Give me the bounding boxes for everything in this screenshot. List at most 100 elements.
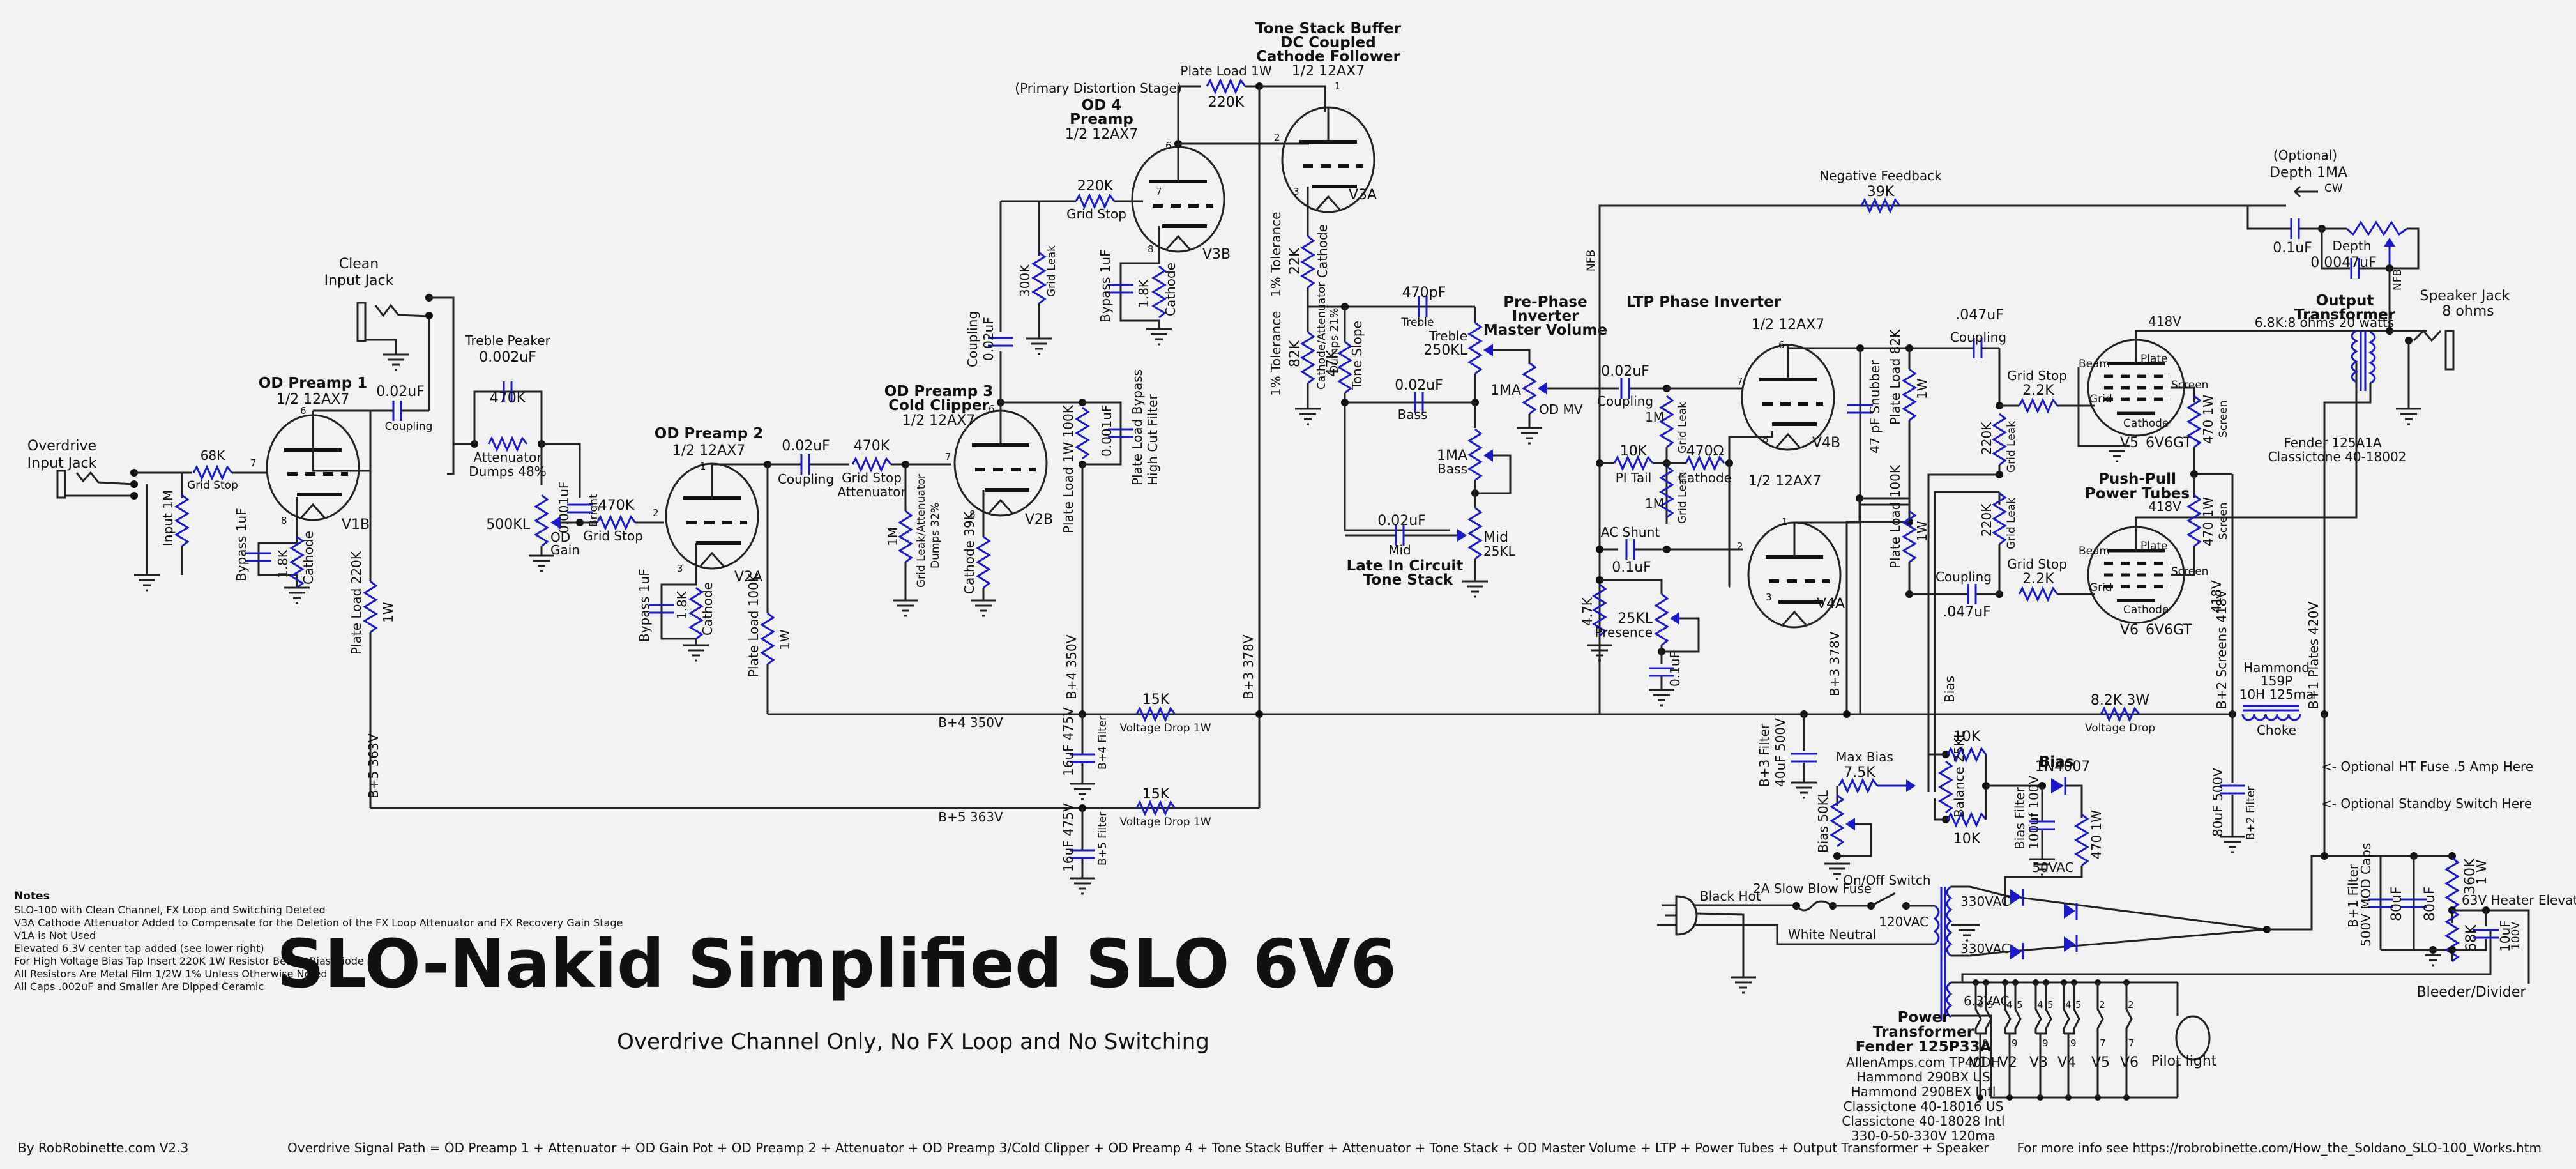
bleeder-cap-value: 10uF: [2497, 920, 2513, 952]
v3b-pin: 7: [1156, 186, 1162, 197]
v2a-cathode-label: Cathode: [700, 582, 715, 636]
v2b-stage-title-1: OD Preamp 3: [884, 383, 993, 400]
v3b-grid-leak-value: 300K: [1017, 264, 1033, 297]
rectifier-diodes: [2010, 889, 2078, 959]
tube-v3b: [1132, 147, 1224, 252]
v2b-coupling-label: Coupling: [965, 311, 980, 367]
heater-pin: 7: [2100, 1037, 2106, 1049]
treble-pot-value: 250KL: [1423, 342, 1467, 358]
v5-id: V5: [2120, 435, 2139, 451]
v1b-pin: 8: [281, 515, 287, 526]
mid-pot-label: Mid: [1483, 530, 1508, 546]
v2a-id: V2A: [734, 569, 762, 585]
v2a-coupling-value: 0.02uF: [782, 438, 830, 454]
depth-cw: CW: [2324, 182, 2343, 195]
v4a-pin: 2: [1737, 540, 1743, 552]
od-gain-pot-label-1: OD: [550, 530, 570, 545]
v1b-stage-title: OD Preamp 1: [259, 375, 367, 392]
heater-tube-label: V3: [2029, 1055, 2048, 1071]
tone-slope-label: Tone Slope: [1349, 321, 1365, 390]
heater-pin: 7: [2128, 1037, 2135, 1049]
b3-drop-value: 8.2K 3W: [2091, 692, 2149, 708]
v3b-plate-load-label: Plate Load 1W: [1180, 63, 1271, 79]
v1b-pin: 6: [300, 405, 307, 416]
b1-filter-caps-label: 500V MOD Caps: [2358, 843, 2374, 947]
bright-cap-label: Bright: [587, 494, 600, 527]
nfb-label-right: NFB: [2391, 269, 2404, 291]
treble-peaker-label: Treble Peaker: [464, 333, 550, 348]
v2a-stage-title: OD Preamp 2: [655, 425, 763, 442]
v3a-id: V3A: [1349, 187, 1377, 203]
ltp-plate-load-2: Plate Load 100K: [1888, 464, 1903, 569]
ltp-grid-leak-1-label: Grid Leak: [1676, 402, 1689, 454]
notes-line: All Caps .002uF and Smaller Are Dipped C…: [14, 981, 264, 993]
v3a-r2-label: Cathode/Attenuator: [1315, 282, 1328, 390]
power-transformer-alt: Classictone 40-18016 US: [1844, 1099, 2004, 1114]
max-bias-value: 7.5K: [1844, 765, 1875, 781]
heater-tube-label: V2: [1999, 1055, 2017, 1071]
output-transformer-part-2: Classictone 40-18002: [2268, 449, 2407, 464]
v5-screen-res: 470 1W: [2201, 395, 2216, 444]
v3b-bypass-label: Bypass 1uF: [1098, 249, 1113, 323]
v1b-tube-type: 1/2 12AX7: [277, 392, 350, 408]
b2-filter-value: 80uF 500V: [2210, 768, 2225, 837]
master-volume-label: OD MV: [1539, 402, 1583, 417]
v4b-pin: 7: [1737, 376, 1743, 387]
b2-rail-label: B+2 Screens 418V: [2214, 590, 2229, 709]
v3b-grid-stop-label: Grid Stop: [1066, 206, 1126, 222]
output-transformer-title-2: Transformer: [2294, 307, 2396, 323]
choke-symbol: [2241, 705, 2301, 721]
v2b-tube-type: 1/2 12AX7: [902, 413, 976, 429]
bleeder-cap-voltage: 100V: [2510, 922, 2522, 950]
v5-screen-label: Screen: [2171, 379, 2208, 392]
v1b-cathode-value: 1.8K: [275, 549, 291, 578]
ltp-grid-leak-1-value: 1M: [1645, 409, 1664, 425]
bass-cap-value: 0.02uF: [1395, 378, 1443, 393]
v3b-plate-load-value: 220K: [1208, 95, 1245, 111]
balance-pot-label: Balance 25KL: [1951, 730, 1967, 818]
output-transformer-title-1: Output: [2316, 293, 2374, 309]
v4b-tube-type: 1/2 12AX7: [1752, 317, 1825, 333]
notes-list: SLO-100 with Clean Channel, FX Loop and …: [14, 904, 623, 993]
footer-more-info: For more info see https://robrobinette.c…: [2017, 1140, 2542, 1156]
v3a-r1-label: Cathode: [1315, 224, 1330, 278]
ltp-plate-load-1-watt: 1W: [1914, 378, 1930, 399]
v5-screen-res-label: Screen: [2217, 401, 2230, 438]
v2b-cathode-label: Cathode 39K: [962, 511, 977, 594]
v6-grid-leak-value: 220K: [1979, 503, 1994, 537]
overdrive-input-jack: [56, 469, 138, 500]
v1b-id: V1B: [342, 517, 370, 533]
ltp-coupling-value: 0.02uF: [1601, 363, 1649, 379]
treble-peaker-value: 0.002uF: [479, 349, 536, 365]
b4-rail-label: B+4 350V: [938, 715, 1003, 730]
ltp-plate-load-2-watt: 1W: [1914, 521, 1930, 542]
pi-tail-label: PI Tail: [1616, 470, 1652, 485]
v4b-pin: 8: [1762, 434, 1769, 445]
depth-pot-value: Depth 1MA: [2269, 165, 2347, 181]
v3a-tube-type: 1/2 12AX7: [1292, 63, 1365, 79]
heater-pin: 5: [2017, 999, 2023, 1011]
bass-cap-label: Bass: [1398, 407, 1428, 422]
depth-label: Depth: [2333, 238, 2372, 254]
v2b-plate-bypass-value: 0.001uF: [1099, 405, 1114, 457]
ltp-grid-leak-2-value: 1M: [1645, 496, 1664, 511]
heater-pin: 9: [2042, 1037, 2049, 1049]
v1b-coupling-label: Coupling: [385, 420, 433, 433]
b5-drop-value: 15K: [1142, 786, 1170, 802]
v1b-grid-stop-value: 68K: [201, 448, 225, 463]
clean-jack-label-1: Clean: [339, 256, 379, 272]
v3a-r2-tolerance: 1% Tolerance: [1268, 311, 1284, 396]
heater-pin: 4: [1977, 999, 1983, 1011]
v2a-pin: 1: [700, 461, 706, 472]
heater-tube-label: V5: [2091, 1055, 2110, 1071]
bias-vac-label: 50VAC: [2032, 860, 2073, 875]
ltp-cathode-label: Cathode: [1678, 470, 1732, 485]
v3a-pin: 1: [1335, 80, 1341, 92]
footer-author: By RobRobinette.com V2.3: [18, 1140, 188, 1156]
pilot-light-label: Pilot light: [2151, 1053, 2217, 1069]
bias-pot-label: Bias 50KL: [1815, 790, 1831, 853]
v2b-pin: 8: [969, 508, 976, 520]
b5-drop-label: Voltage Drop 1W: [1119, 816, 1211, 829]
